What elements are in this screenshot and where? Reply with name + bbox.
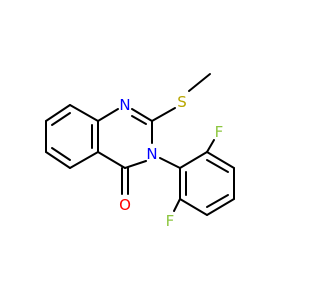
bond-c2p-f-top <box>206 139 215 153</box>
atom-label-f-bottom: F <box>166 212 175 230</box>
bond-n3-c4 <box>124 160 147 169</box>
canvas-background <box>0 0 300 300</box>
bond-c1p-c2p <box>179 151 208 169</box>
bond-c5p-c6p <box>179 198 208 216</box>
bonds <box>45 73 235 216</box>
bond-c6-c5-inner <box>51 147 71 161</box>
bond-c8-c7 <box>45 104 71 122</box>
atom-label-f-top: F <box>215 123 224 141</box>
atom-label-n1: N <box>119 96 130 114</box>
bond-c8a-c8 <box>69 104 99 122</box>
bond-c6-c5 <box>45 151 71 169</box>
bond-c5-c4a <box>69 151 99 169</box>
bond-c2p-c3p-inner <box>206 159 229 173</box>
atom-labels: N S N O F F <box>119 93 223 230</box>
atom-label-o: O <box>119 196 131 214</box>
bond-c4p-c5p <box>206 198 235 216</box>
atom-label-n3: N <box>146 145 157 163</box>
atom-label-s: S <box>177 93 187 111</box>
bond-c2p-c3p <box>206 151 235 169</box>
bond-n1-c2-inner <box>131 115 147 125</box>
bond-c4p-c5p-inner <box>206 194 229 208</box>
bond-c2-s <box>151 107 176 122</box>
bond-c4-c4a <box>97 151 126 169</box>
bond-n1-c2 <box>131 108 153 122</box>
molecule-structure-diagram: N S N O F F <box>0 0 300 300</box>
bond-c8-c7-inner <box>51 112 71 126</box>
bond-c6p-f-bottom <box>173 198 181 212</box>
bond-n3-c1prime <box>159 157 181 169</box>
bond-c8a-n1 <box>97 108 119 122</box>
bond-s-ch3 <box>188 73 211 92</box>
